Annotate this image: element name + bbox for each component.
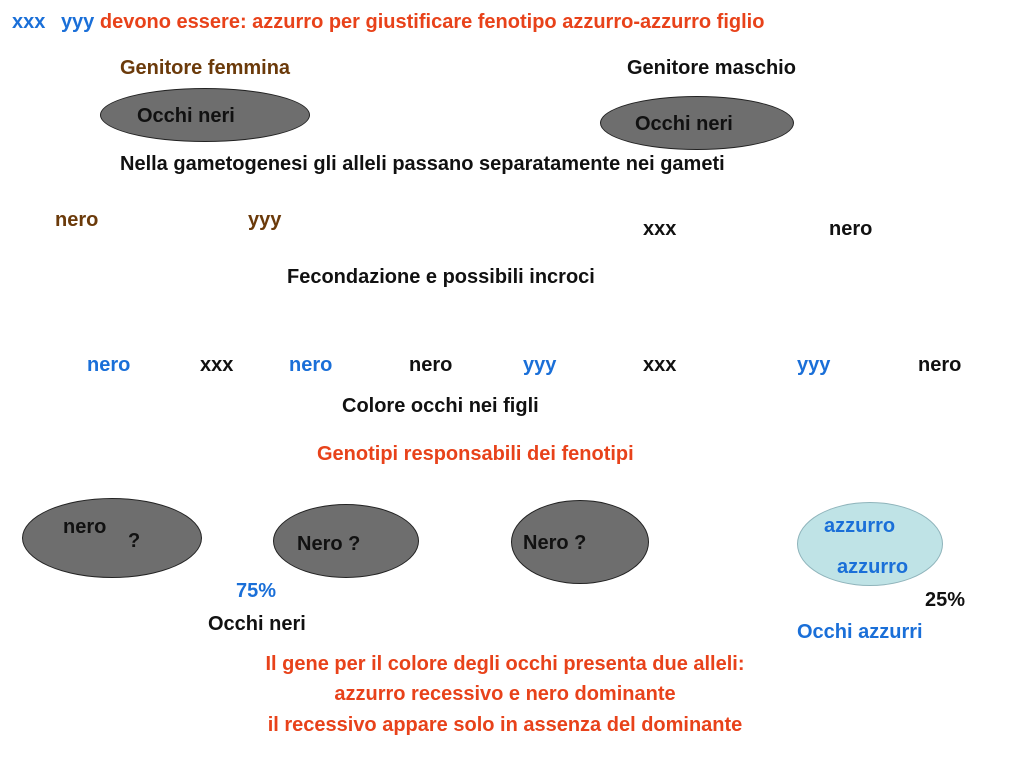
cross-allele-4: nero	[409, 354, 453, 376]
blue-eyes-percentage: 25%	[925, 589, 966, 611]
child-4-allele-top: azzurro	[824, 515, 896, 537]
child-4-allele-bottom: azzurro	[837, 556, 909, 578]
black-eyes-label: Occhi neri	[208, 613, 306, 635]
header-xxx: xxx	[12, 11, 46, 33]
cross-allele-7: yyy	[797, 354, 831, 376]
child-2-genotype: Nero ?	[297, 533, 361, 555]
cross-allele-3: nero	[289, 354, 333, 376]
male-parent-phenotype: Occhi neri	[635, 113, 733, 135]
female-parent-oval	[100, 88, 310, 142]
child-1-allele-bottom: ?	[128, 530, 141, 552]
conclusion-line-1: Il gene per il colore degli occhi presen…	[265, 653, 745, 675]
female-gamete-2: yyy	[248, 209, 282, 231]
child-oval-1	[22, 498, 202, 578]
child-1-allele-top: nero	[63, 516, 107, 538]
cross-allele-1: nero	[87, 354, 131, 376]
header-text: devono essere: azzurro per giustificare …	[99, 11, 765, 33]
female-parent-label: Genitore femmina	[120, 57, 291, 79]
black-eyes-percentage: 75%	[236, 580, 277, 602]
conclusion-line-2: azzurro recessivo e nero dominante	[334, 683, 676, 705]
male-gamete-1: xxx	[643, 218, 677, 240]
male-gamete-2: nero	[829, 218, 873, 240]
genotypes-heading: Genotipi responsabili dei fenotipi	[317, 443, 634, 465]
child-oval-4	[797, 502, 943, 586]
female-parent-phenotype: Occhi neri	[137, 105, 235, 127]
cross-allele-5: yyy	[523, 354, 557, 376]
male-parent-label: Genitore maschio	[627, 57, 796, 79]
child-3-genotype: Nero ?	[523, 532, 587, 554]
fecondazione-text: Fecondazione e possibili incroci	[287, 266, 595, 288]
gametogenesis-text: Nella gametogenesi gli alleli passano se…	[120, 153, 725, 175]
child-oval-3	[511, 500, 649, 584]
cross-allele-2: xxx	[200, 354, 234, 376]
cross-allele-8: nero	[918, 354, 962, 376]
male-parent-oval	[600, 96, 794, 150]
child-oval-2	[273, 504, 419, 578]
blue-eyes-label: Occhi azzurri	[797, 621, 923, 643]
cross-allele-6: xxx	[643, 354, 677, 376]
conclusion-line-3: il recessivo appare solo in assenza del …	[267, 714, 743, 736]
female-gamete-1: nero	[55, 209, 99, 231]
children-eye-color-text: Colore occhi nei figli	[342, 395, 539, 417]
header-line: xxx yyy devono essere: azzurro per giust…	[12, 12, 764, 32]
header-yyy: yyy	[60, 11, 95, 33]
